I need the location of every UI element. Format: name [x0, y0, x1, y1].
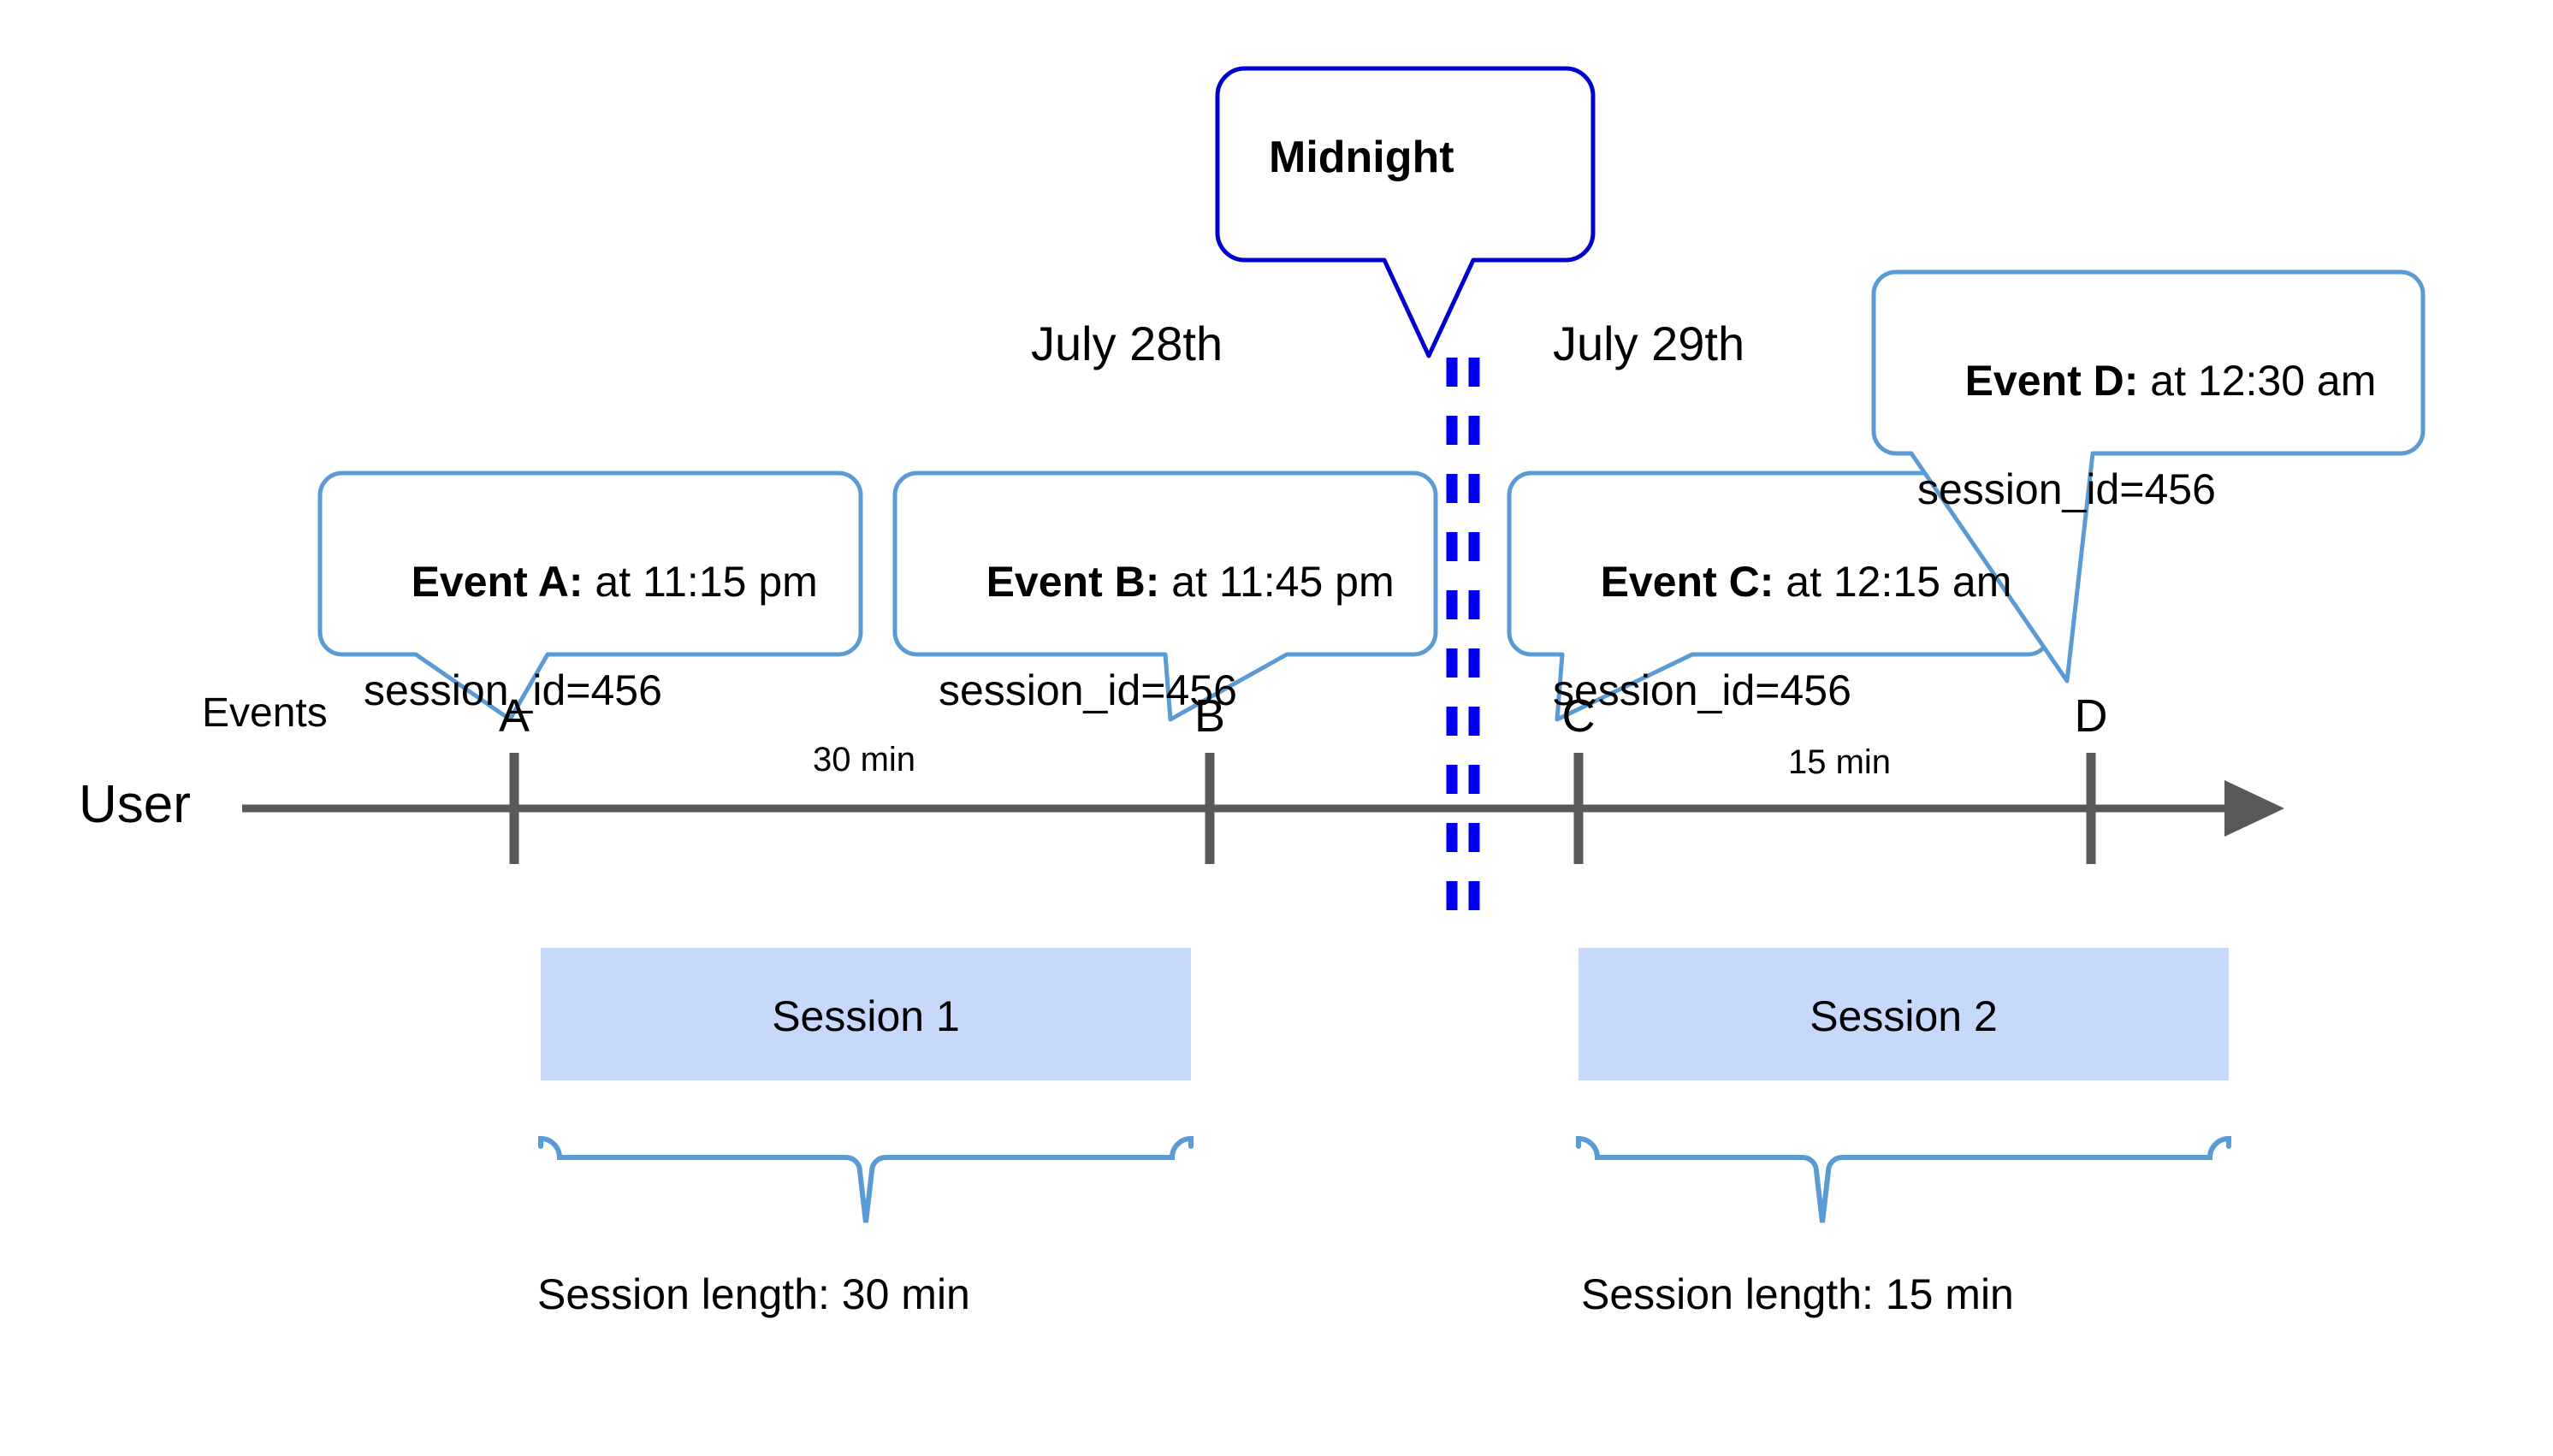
callout-rest-event-a: at 11:15 pm — [583, 557, 818, 606]
session-label-2: Session 2 — [1810, 992, 1998, 1040]
gap-label-c-d: 15 min — [1787, 743, 1892, 781]
callout-shape-event-d — [1871, 269, 2426, 684]
event-ticks — [509, 753, 2096, 864]
session-braces — [538, 1135, 2231, 1223]
session-bar-2 — [1579, 948, 2229, 1080]
events-row-label: Events — [202, 690, 328, 736]
brace-session-1 — [538, 1135, 1194, 1223]
axis-arrowhead — [2224, 780, 2284, 837]
callout-line2-event-b: session_id=456 — [939, 666, 1237, 714]
callout-shape-event-b — [892, 471, 1438, 722]
gap-label-a-b: 30 min — [812, 741, 916, 778]
callout-text-event-b: Event B: at 11:45 pm session_id=456 — [939, 508, 1395, 814]
midnight-callout-shape — [1215, 66, 1596, 358]
brace-session-2 — [1576, 1135, 2231, 1223]
session-length-label-1: Session length: 30 min — [537, 1270, 970, 1318]
callout-text-event-d: Event D: at 12:30 am session_id=456 — [1917, 307, 2376, 613]
callout-line2-event-d: session_id=456 — [1917, 465, 2216, 513]
tick-label-d: D — [2074, 690, 2108, 742]
session-label-1: Session 1 — [772, 992, 960, 1040]
callout-bold-event-a: Event A: — [411, 557, 583, 606]
callout-shape-event-a — [317, 471, 863, 722]
callout-rest-event-b: at 11:45 pm — [1159, 557, 1395, 606]
callout-text-event-a: Event A: at 11:15 pm session_id=456 — [364, 508, 818, 814]
callout-line2-event-c: session_id=456 — [1553, 666, 1851, 714]
timeline-axis — [242, 780, 2284, 837]
midnight-dashed-lines — [1446, 358, 1480, 922]
tick-label-a: A — [498, 690, 530, 742]
callout-line2-event-a: session_id=456 — [364, 666, 662, 714]
callout-bold-event-b: Event B: — [986, 557, 1160, 606]
session-length-label-2: Session length: 15 min — [1581, 1270, 2014, 1318]
session-bar-1 — [541, 948, 1191, 1080]
tick-label-b: B — [1194, 690, 1226, 742]
midnight-label: Midnight — [1269, 133, 1454, 182]
user-row-label: User — [79, 775, 191, 834]
callout-rest-event-d: at 12:30 am — [2138, 356, 2377, 405]
session-bars — [541, 948, 2229, 1080]
tick-label-c: C — [1561, 690, 1596, 742]
callout-bold-event-c: Event C: — [1600, 557, 1774, 606]
callout-text-event-c: Event C: at 12:15 am session_id=456 — [1553, 508, 2011, 814]
callout-bold-event-d: Event D: — [1964, 356, 2139, 405]
date-label-july-29: July 29th — [1553, 317, 1745, 370]
callout-rest-event-c: at 12:15 am — [1774, 557, 2012, 606]
date-label-july-28: July 28th — [1031, 317, 1223, 370]
